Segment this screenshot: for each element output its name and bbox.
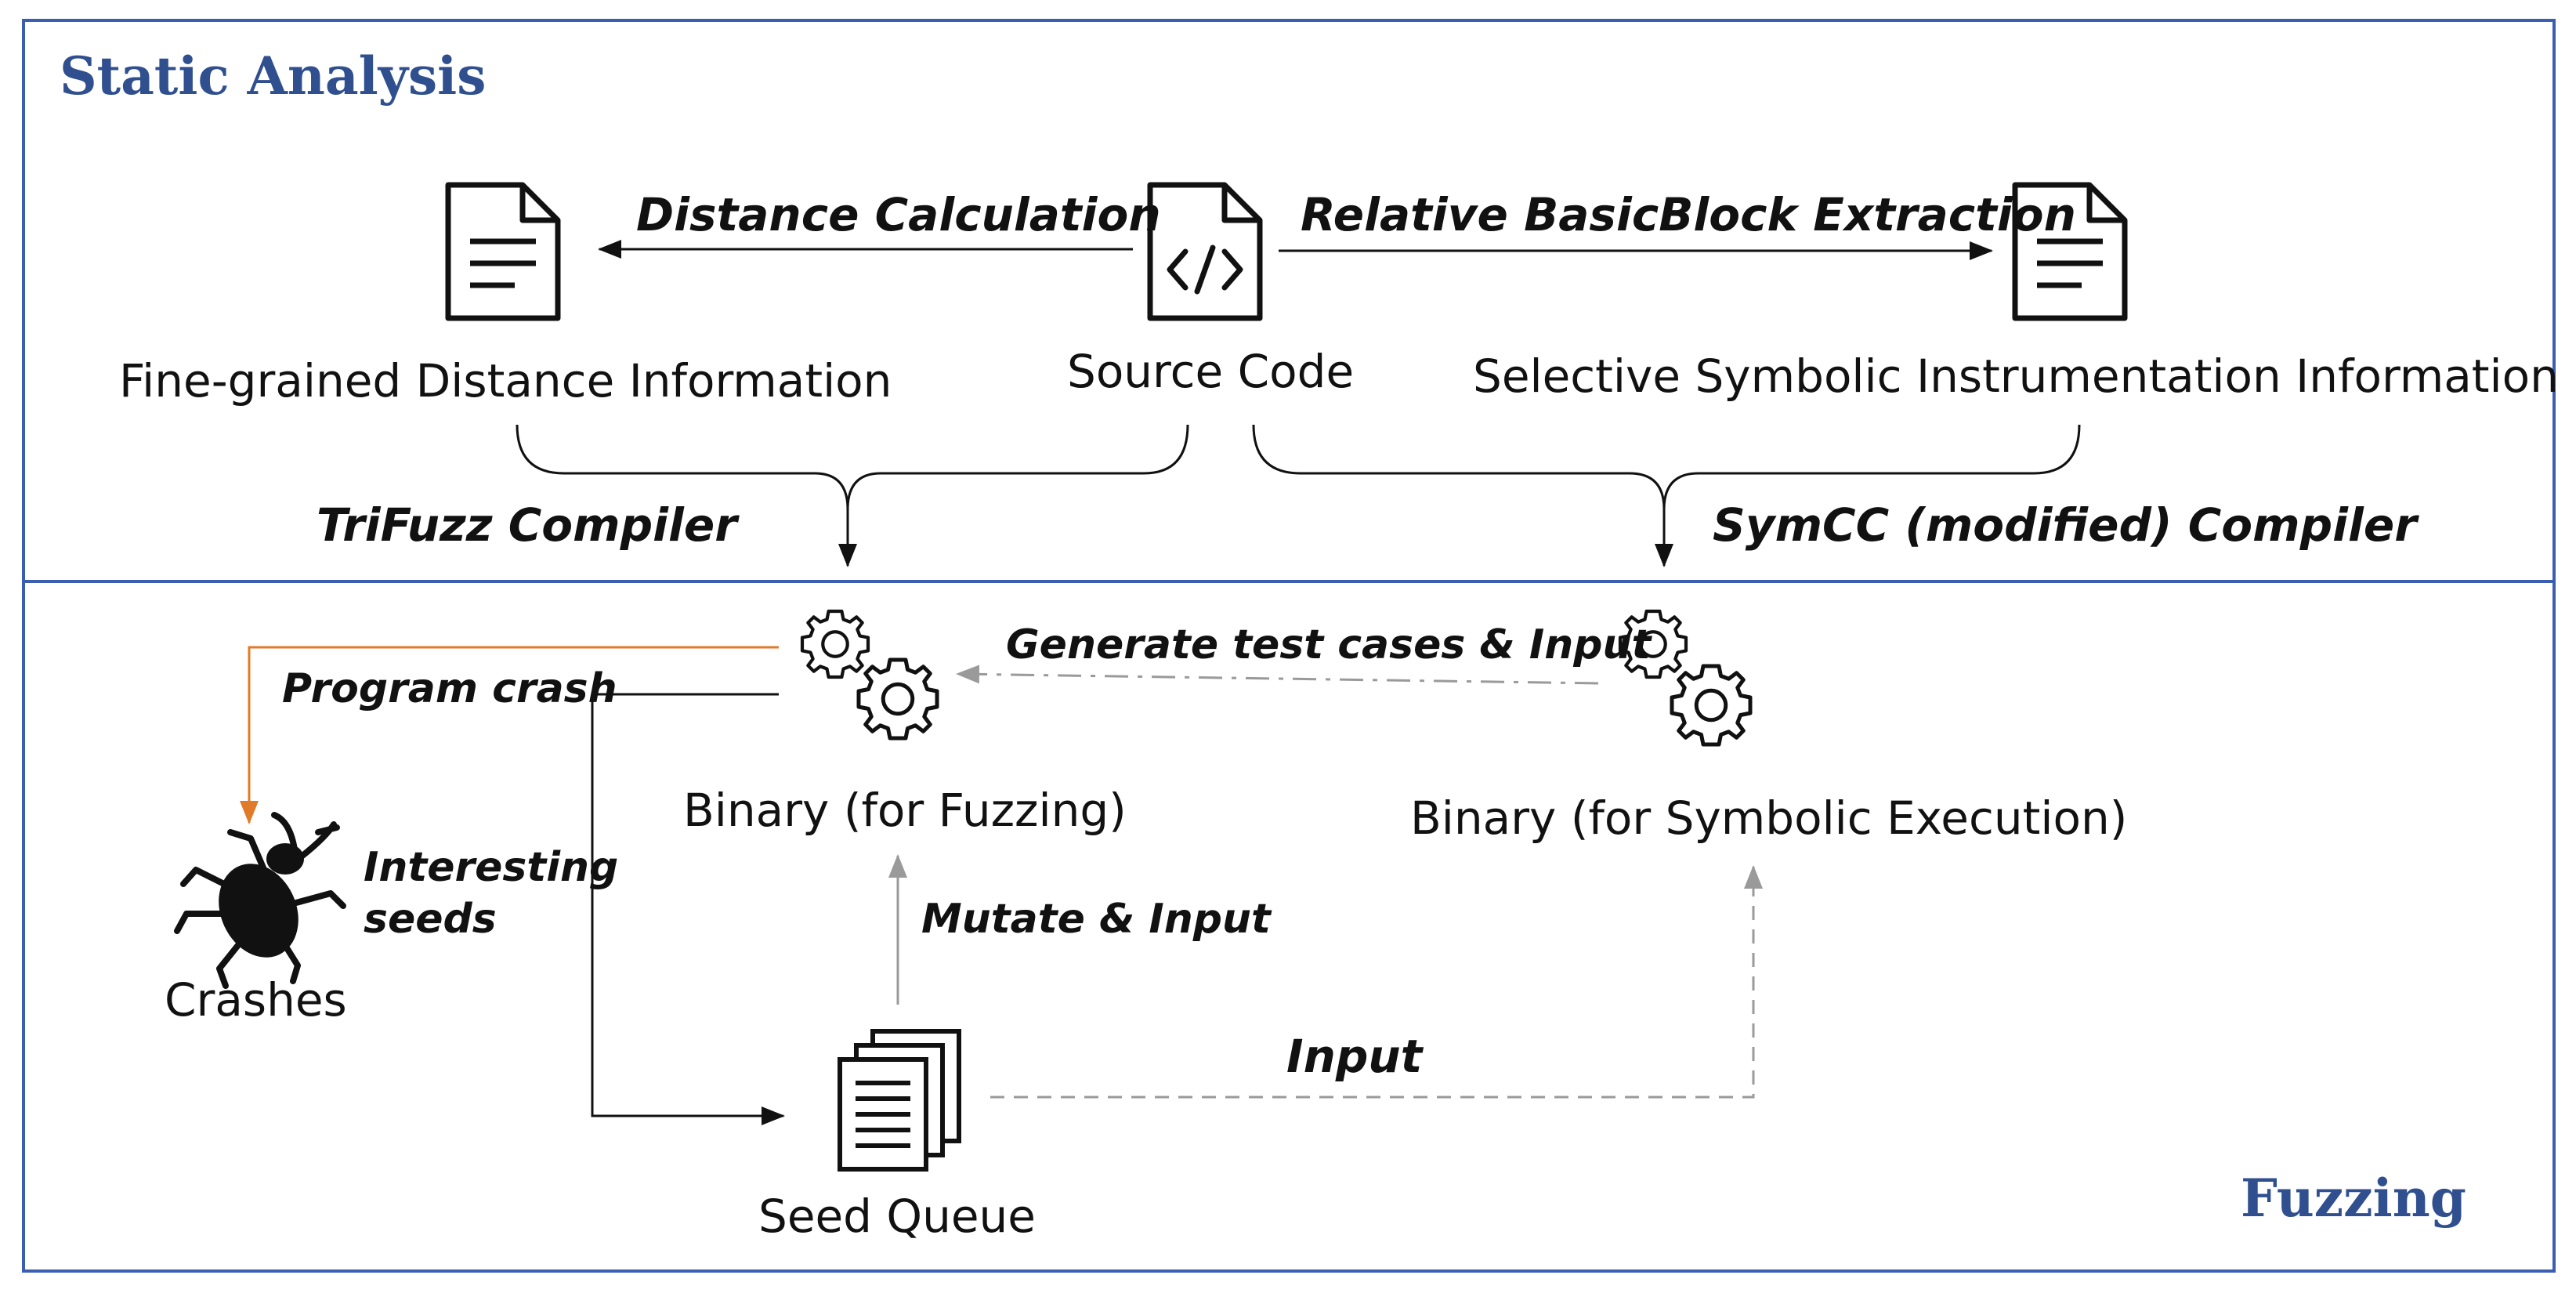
symbolic-info-label: Selective Symbolic Instrumentation Infor…: [1473, 350, 2559, 403]
interesting-seeds-label-line2: seeds: [364, 896, 497, 943]
binary-symbolic-label: Binary (for Symbolic Execution): [1410, 791, 2127, 845]
fuzzing-section: [22, 580, 2556, 1273]
trifuzz-brace: [516, 424, 1189, 510]
binary-fuzzing-label: Binary (for Fuzzing): [683, 784, 1127, 837]
trifuzz-compiler-label: TriFuzz Compiler: [317, 498, 740, 552]
code-file-icon: [1147, 182, 1263, 321]
interesting-seeds-arrow: [591, 693, 785, 1125]
bb-extraction-label: Relative BasicBlock Extraction: [1301, 188, 2076, 241]
seed-queue-label: Seed Queue: [758, 1190, 1036, 1243]
program-crash-label: Program crash: [282, 665, 617, 712]
symcc-brace: [1252, 424, 2081, 510]
symcc-compiler-label: SymCC (modified) Compiler: [1713, 498, 2419, 552]
input-arrow: [990, 865, 1763, 1099]
input-label: Input: [1286, 1030, 1424, 1083]
stacked-documents-icon: [838, 1029, 961, 1172]
interesting-seeds-label-line1: Interesting: [364, 844, 618, 891]
crashes-label: Crashes: [165, 973, 347, 1027]
fuzzing-title: Fuzzing: [2241, 1168, 2466, 1229]
generate-tests-arrow: [956, 665, 1599, 685]
bug-icon: [174, 812, 346, 989]
program-crash-arrow: [240, 646, 779, 824]
mutate-input-label: Mutate & Input: [921, 896, 1272, 943]
static-analysis-title: Static Analysis: [60, 45, 486, 107]
source-code-label: Source Code: [1067, 345, 1354, 398]
fuzzing-gears-icon: [802, 611, 937, 738]
distance-info-label: Fine-grained Distance Information: [119, 354, 892, 407]
distance-document-icon: [448, 185, 558, 318]
generate-tests-label: Generate test cases & Input: [1006, 621, 1652, 668]
distance-calc-label: Distance Calculation: [636, 188, 1161, 241]
